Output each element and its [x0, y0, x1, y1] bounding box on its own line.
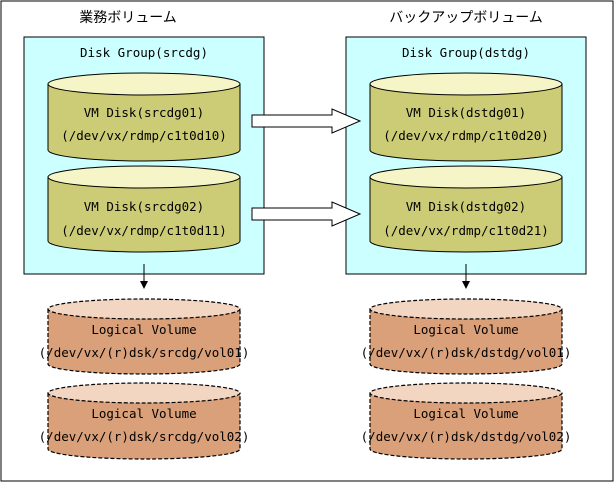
- right-lv-2-path: (/dev/vx/(r)dsk/dstdg/vol02): [361, 429, 572, 444]
- left-logical-volume-1: Logical Volume (/dev/vx/(r)dsk/srcdg/vol…: [39, 298, 250, 375]
- right-heading: バックアップボリューム: [389, 10, 543, 26]
- left-down-arrow: [140, 264, 148, 289]
- left-lv-2-path: (/dev/vx/(r)dsk/srcdg/vol02): [39, 429, 250, 444]
- copy-arrow-2: [251, 201, 362, 227]
- left-heading: 業務ボリューム: [79, 10, 177, 26]
- copy-arrow-1: [251, 108, 362, 134]
- right-vm-disk-2-path: (/dev/vx/rdmp/c1t0d21): [383, 223, 549, 238]
- left-vm-disk-1-name: VM Disk(srcdg01): [84, 105, 204, 120]
- left-group-title: Disk Group(srcdg): [80, 45, 208, 60]
- left-logical-volume-2: Logical Volume (/dev/vx/(r)dsk/srcdg/vol…: [39, 382, 250, 460]
- left-vm-disk-2: VM Disk(srcdg02) (/dev/vx/rdmp/c1t0d11): [47, 165, 241, 253]
- left-vm-disk-2-name: VM Disk(srcdg02): [84, 199, 204, 214]
- right-vm-disk-2: VM Disk(dstdg02) (/dev/vx/rdmp/c1t0d21): [369, 165, 563, 253]
- right-down-arrow: [462, 264, 470, 289]
- right-vm-disk-2-name: VM Disk(dstdg02): [406, 199, 526, 214]
- left-lv-1-path: (/dev/vx/(r)dsk/srcdg/vol01): [39, 345, 250, 360]
- left-vm-disk-1: VM Disk(srcdg01) (/dev/vx/rdmp/c1t0d10): [47, 72, 241, 162]
- right-vm-disk-1-name: VM Disk(dstdg01): [406, 105, 526, 120]
- right-lv-2-name: Logical Volume: [413, 406, 518, 421]
- right-logical-volume-1: Logical Volume (/dev/vx/(r)dsk/dstdg/vol…: [361, 298, 572, 375]
- left-vm-disk-1-path: (/dev/vx/rdmp/c1t0d10): [61, 128, 227, 143]
- right-vm-disk-1: VM Disk(dstdg01) (/dev/vx/rdmp/c1t0d20): [369, 72, 563, 162]
- left-lv-1-name: Logical Volume: [91, 322, 196, 337]
- right-vm-disk-1-path: (/dev/vx/rdmp/c1t0d20): [383, 128, 549, 143]
- left-lv-2-name: Logical Volume: [91, 406, 196, 421]
- right-logical-volume-2: Logical Volume (/dev/vx/(r)dsk/dstdg/vol…: [361, 382, 572, 460]
- right-group-title: Disk Group(dstdg): [402, 45, 530, 60]
- left-disk-group: Disk Group(srcdg) VM Disk(srcdg01) (/dev…: [23, 36, 265, 275]
- right-disk-group: Disk Group(dstdg) VM Disk(dstdg01) (/dev…: [345, 36, 587, 275]
- right-lv-1-name: Logical Volume: [413, 322, 518, 337]
- right-lv-1-path: (/dev/vx/(r)dsk/dstdg/vol01): [361, 345, 572, 360]
- left-vm-disk-2-path: (/dev/vx/rdmp/c1t0d11): [61, 223, 227, 238]
